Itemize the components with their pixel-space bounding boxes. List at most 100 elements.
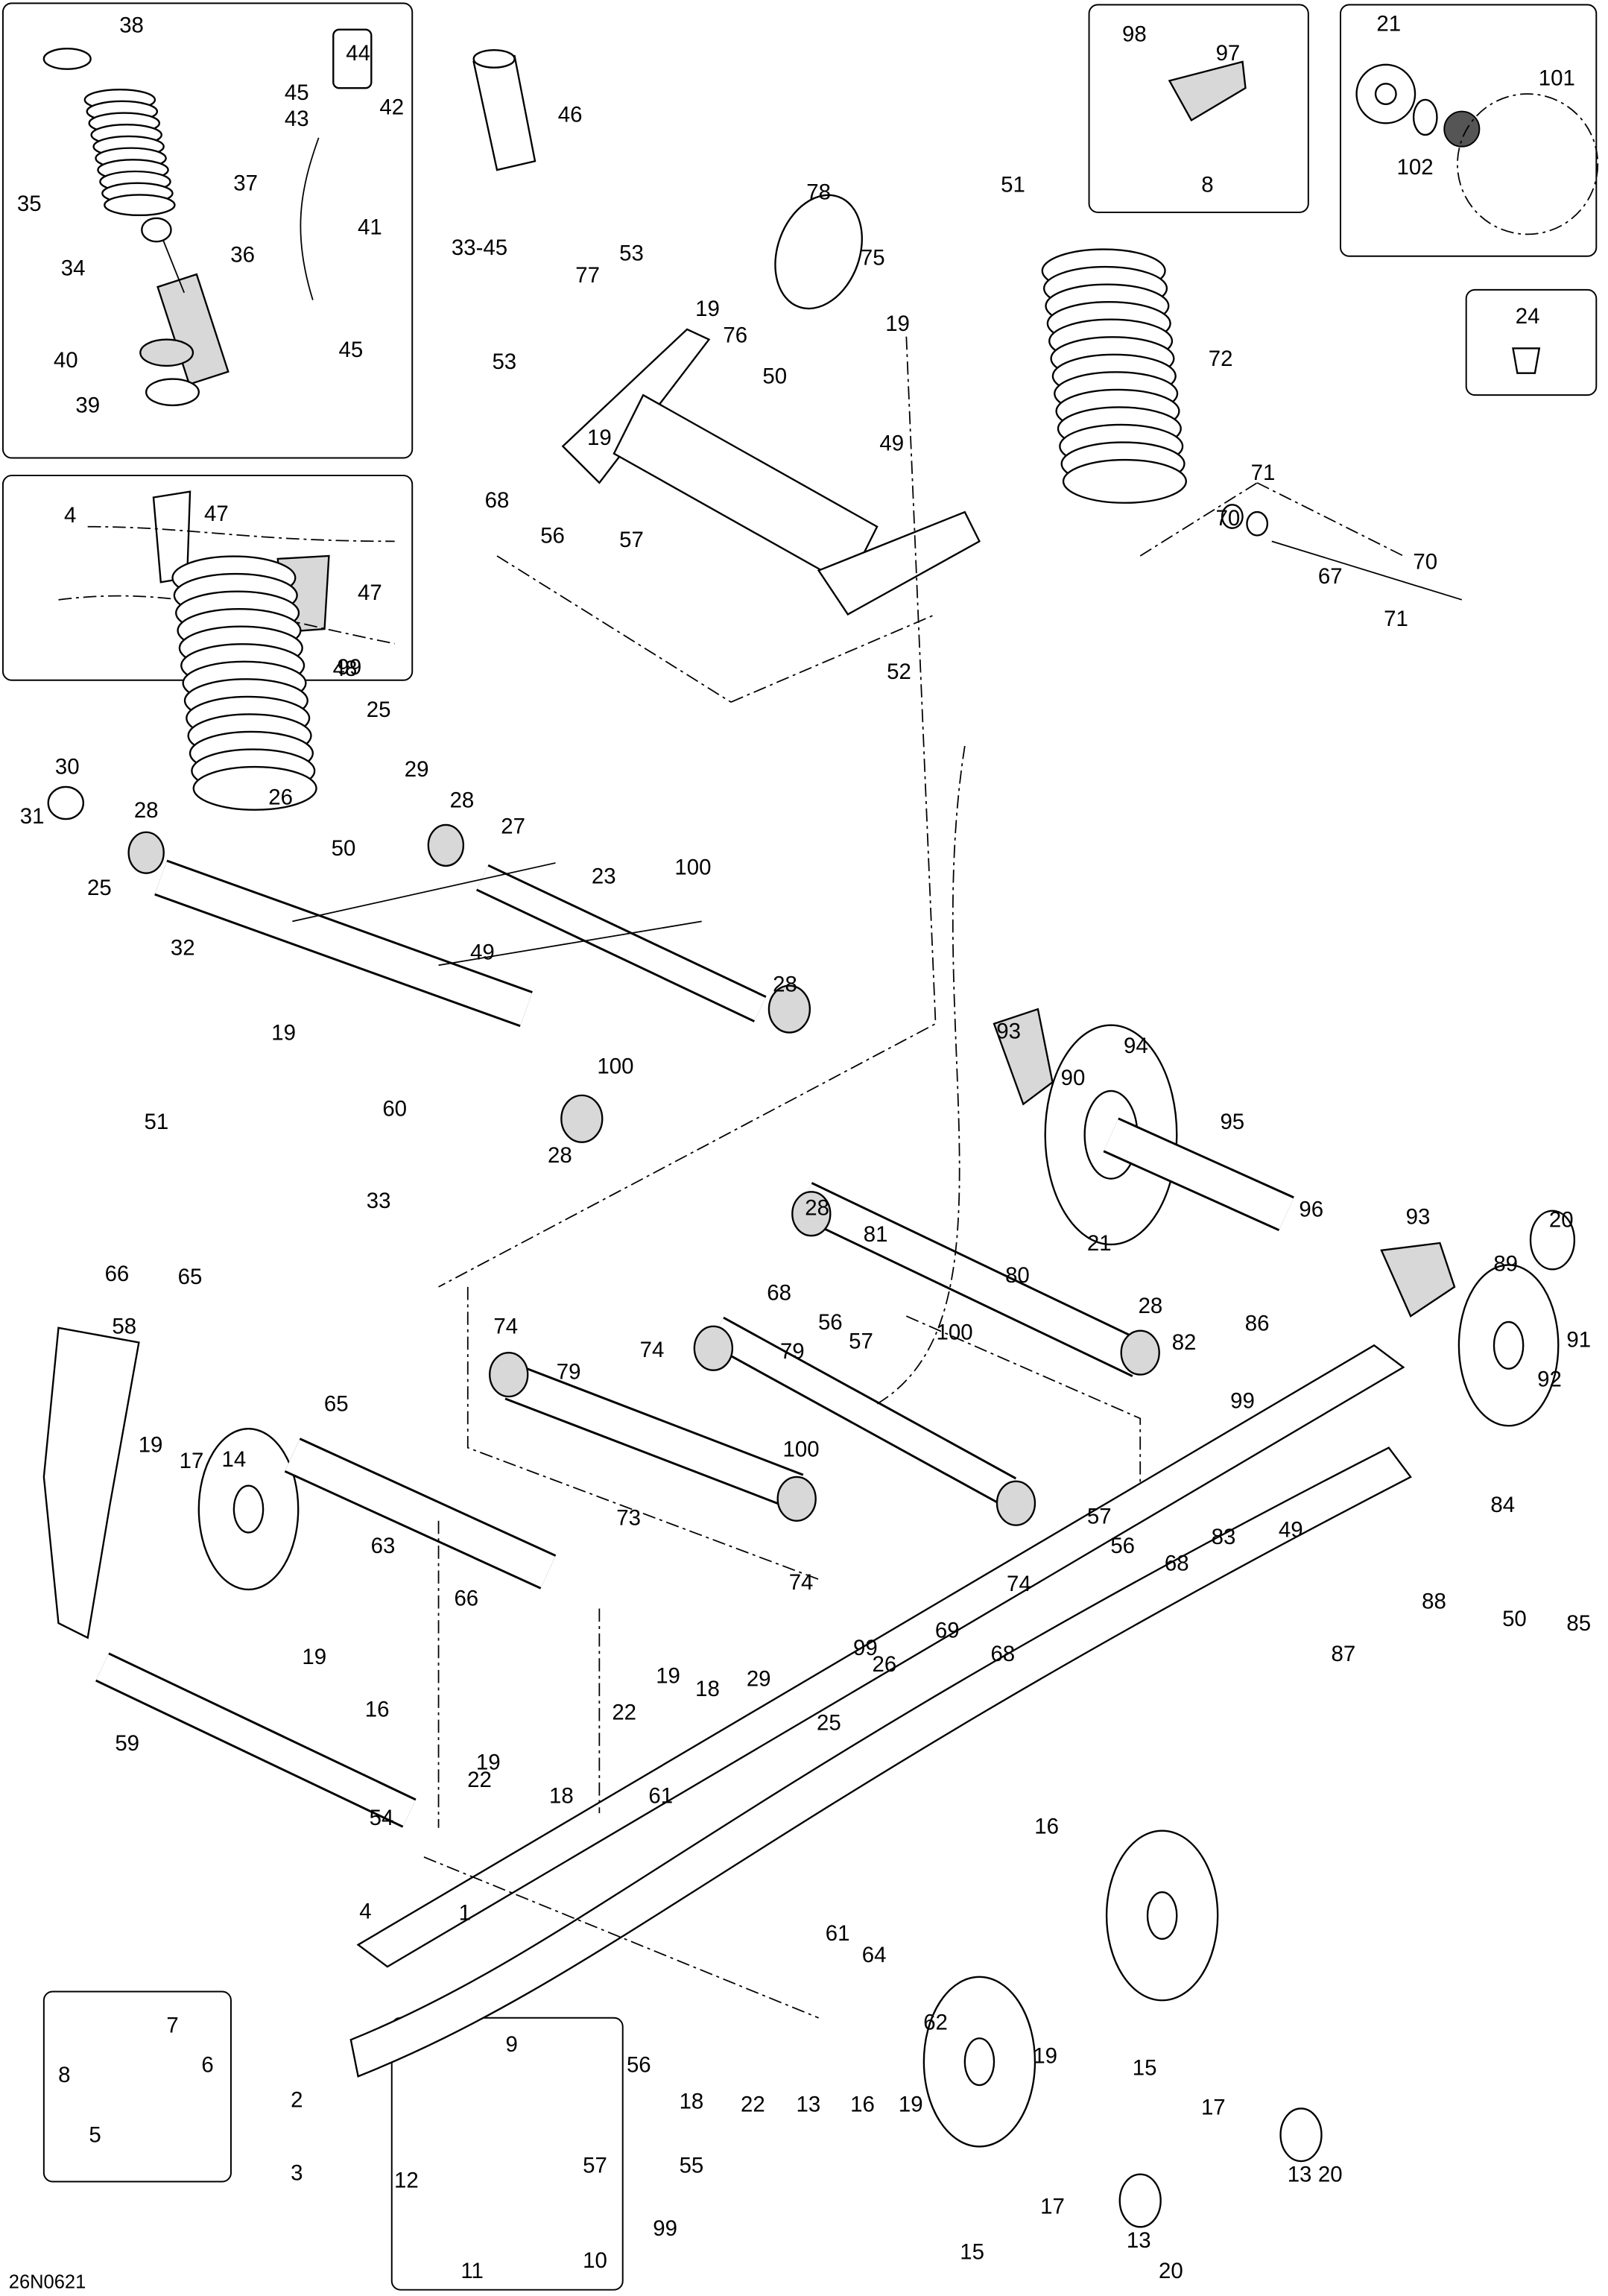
callout-label: 5 xyxy=(89,2123,101,2148)
callout-label: 66 xyxy=(454,1587,478,1611)
callout-label: 56 xyxy=(540,523,565,548)
front-shock-33 xyxy=(171,555,317,811)
callout-label: 49 xyxy=(470,940,495,964)
bearing-detail-box xyxy=(1340,4,1598,257)
callout-label: 66 xyxy=(105,1262,130,1286)
callout-label: 16 xyxy=(365,1698,390,1722)
callout-label: 90 xyxy=(1061,1066,1086,1090)
callout-label: 19 xyxy=(656,1664,680,1689)
callout-label: 55 xyxy=(680,2154,704,2178)
callout-label: 43 xyxy=(285,107,309,131)
slider-detail-box xyxy=(390,2017,624,2291)
callout-label: 24 xyxy=(1516,304,1540,329)
callout-label: 46 xyxy=(558,102,583,127)
callout-label: 85 xyxy=(1566,1611,1591,1636)
slide-rails xyxy=(42,336,1412,2078)
callout-label: 71 xyxy=(1384,607,1408,631)
callout-label: 17 xyxy=(180,1449,204,1473)
callout-label: 70 xyxy=(1216,506,1241,531)
callout-label: 72 xyxy=(1209,347,1233,371)
callout-label: 81 xyxy=(864,1222,888,1247)
callout-label: 68 xyxy=(990,1642,1015,1666)
center-arm-assembly xyxy=(284,1182,1160,1590)
callout-label: 51 xyxy=(1001,172,1025,197)
callout-label: 80 xyxy=(1005,1263,1030,1288)
callout-label: 32 xyxy=(171,936,195,961)
callout-label: 100 xyxy=(674,856,711,880)
callout-label: 62 xyxy=(923,2010,948,2034)
callout-label: 28 xyxy=(805,1196,829,1221)
callout-label: 74 xyxy=(640,1338,665,1362)
callout-label: 61 xyxy=(648,1783,673,1808)
spring-coil xyxy=(104,194,176,217)
bracket-detail-box xyxy=(1088,4,1309,213)
callout-label: 93 xyxy=(1406,1205,1431,1230)
callout-label: 48 xyxy=(333,657,358,681)
front-arm-assembly xyxy=(47,785,811,1143)
callout-label: 100 xyxy=(937,1320,973,1344)
rear-arm-assembly xyxy=(496,194,1463,703)
callout-label: 98 xyxy=(1122,22,1147,46)
callout-label: 64 xyxy=(862,1943,887,1967)
callout-label: 20 xyxy=(1549,1207,1574,1232)
callout-label: 13 xyxy=(1127,2228,1151,2253)
callout-label: 74 xyxy=(493,1315,518,1339)
callout-label: 50 xyxy=(1502,1607,1527,1631)
callout-label: 18 xyxy=(695,1677,720,1701)
callout-label: 10 xyxy=(583,2248,607,2273)
callout-label: 2 xyxy=(291,2087,303,2112)
callout-label: 39 xyxy=(75,393,100,418)
drawing-code: 26N0621 xyxy=(9,2272,86,2293)
callout-label: 17 xyxy=(1201,2095,1226,2119)
callout-label: 19 xyxy=(587,426,612,450)
callout-label: 60 xyxy=(382,1096,407,1121)
callout-label: 45 xyxy=(285,80,309,105)
callout-label: 15 xyxy=(960,2239,984,2264)
callout-label: 69 xyxy=(935,1619,960,1643)
callout-label: 22 xyxy=(612,1701,636,1725)
callout-label: 31 xyxy=(20,804,45,829)
callout-label: 4 xyxy=(64,503,76,528)
callout-label: 74 xyxy=(1007,1572,1031,1596)
callout-label: 25 xyxy=(87,876,112,900)
callout-label: 91 xyxy=(1566,1327,1591,1352)
callout-label: 71 xyxy=(1251,461,1276,485)
callout-label: 65 xyxy=(178,1265,203,1289)
callout-label: 89 xyxy=(1493,1251,1518,1276)
callout-label: 76 xyxy=(723,323,747,348)
callout-label: 74 xyxy=(789,1570,814,1595)
callout-label: 68 xyxy=(767,1281,791,1306)
callout-label: 29 xyxy=(405,757,429,782)
callout-label: 14 xyxy=(222,1447,247,1472)
callout-label: 18 xyxy=(549,1783,574,1808)
callout-label: 68 xyxy=(1165,1551,1189,1575)
callout-label: 51 xyxy=(145,1110,169,1134)
front-shock-detail xyxy=(42,28,536,407)
callout-label: 4 xyxy=(359,1899,371,1923)
callout-label: 96 xyxy=(1299,1198,1323,1222)
callout-label: 19 xyxy=(885,311,910,336)
callout-label: 22 xyxy=(467,1768,492,1792)
callout-label: 28 xyxy=(548,1143,572,1168)
callout-label: 23 xyxy=(592,864,616,888)
callout-label: 97 xyxy=(1216,41,1241,66)
callout-label: 19 xyxy=(1033,2044,1057,2069)
callout-label: 68 xyxy=(485,488,510,513)
callout-label: 65 xyxy=(324,1392,349,1417)
callout-label: 26 xyxy=(873,1652,897,1677)
callout-label: 78 xyxy=(806,180,831,204)
callout-label: 35 xyxy=(17,192,42,216)
callout-label: 56 xyxy=(627,2052,651,2077)
callout-label: 45 xyxy=(338,338,363,362)
callout-label: 19 xyxy=(476,1750,501,1774)
stopper-detail-box xyxy=(42,1990,232,2183)
callout-label: 73 xyxy=(616,1506,641,1531)
callout-label: 13 xyxy=(1288,2163,1312,2187)
callout-label: 54 xyxy=(370,1806,394,1830)
callout-label: 16 xyxy=(1034,1815,1059,1839)
callout-label: 57 xyxy=(1087,1505,1112,1529)
callout-label: 19 xyxy=(695,297,720,321)
callout-label: 99 xyxy=(338,655,362,680)
